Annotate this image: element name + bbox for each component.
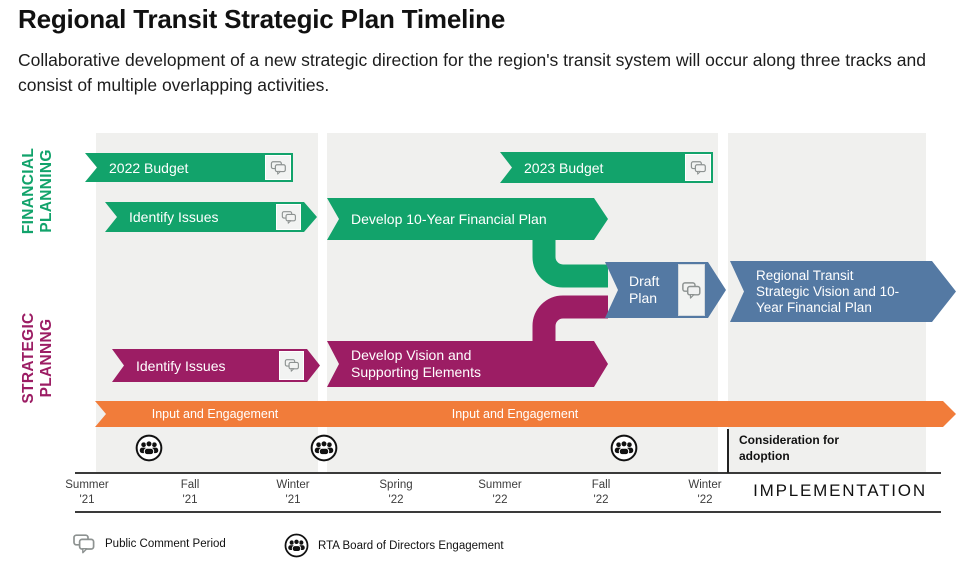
input-engagement-label-1: Input and Engagement: [151, 407, 279, 421]
year: '21: [182, 493, 198, 506]
people-group-icon: [135, 434, 163, 462]
bar-label: 2022 Budget: [109, 159, 189, 176]
comment-period-icon: [265, 155, 291, 180]
axis-bottom-line: [75, 511, 941, 513]
bar-develop-vision: Develop Vision and Supporting Elements: [327, 341, 608, 387]
bar-regional-vision: Regional Transit Strategic Vision and 10…: [730, 261, 956, 322]
bar-label: Develop 10-Year Financial Plan: [351, 211, 547, 227]
bar-2023-budget: 2023 Budget: [500, 152, 713, 183]
legend-label: RTA Board of Directors Engagement: [318, 539, 504, 552]
adoption-divider-line: [727, 429, 729, 473]
axis-label-winter-21: Winter '21: [248, 478, 338, 507]
legend-board-engagement: RTA Board of Directors Engagement: [284, 533, 504, 558]
bar-label: Regional Transit Strategic Vision and 10…: [756, 267, 900, 315]
implementation-label: IMPLEMENTATION: [753, 481, 927, 500]
bar-identify-issues-strategic: Identify Issues: [112, 349, 320, 382]
axis-label-summer-22: Summer '22: [455, 478, 545, 507]
year: '21: [79, 493, 95, 506]
legend-public-comment: Public Comment Period: [72, 533, 226, 555]
axis-label-spring-22: Spring '22: [351, 478, 441, 507]
bar-develop-financial-plan: Develop 10-Year Financial Plan: [327, 198, 608, 240]
comment-period-icon: [678, 264, 705, 316]
comment-period-icon: [276, 204, 301, 230]
year: '22: [593, 493, 609, 506]
page-subtitle: Collaborative development of a new strat…: [18, 50, 926, 95]
bar-identify-issues-financial: Identify Issues: [105, 202, 317, 232]
season: Winter: [688, 479, 722, 491]
year: '22: [492, 493, 508, 506]
season: Summer: [478, 479, 522, 491]
year: '22: [388, 493, 404, 506]
bar-input-engagement: Input and Engagement Input and Engagemen…: [95, 401, 956, 427]
input-engagement-label-2: Input and Engagement: [451, 407, 579, 421]
comment-period-icon: [685, 154, 711, 181]
season: Winter: [276, 479, 310, 491]
axis-label-summer-21: Summer '21: [42, 478, 132, 507]
bar-2022-budget: 2022 Budget: [85, 153, 293, 182]
axis-label-winter-22: Winter '22: [660, 478, 750, 507]
bar-label: Develop Vision and Supporting Elements: [351, 347, 481, 380]
page-title: Regional Transit Strategic Plan Timeline: [18, 4, 506, 34]
bar-label: 2023 Budget: [524, 159, 604, 176]
people-group-icon: [610, 434, 638, 462]
axis-label-fall-22: Fall '22: [556, 478, 646, 507]
year: '22: [697, 493, 713, 506]
bar-draft-plan: Draft Plan: [605, 262, 726, 318]
comment-period-icon: [279, 351, 304, 380]
bar-label: Identify Issues: [129, 209, 219, 225]
bar-label: Identify Issues: [136, 357, 226, 374]
season: Summer: [65, 479, 109, 491]
season: Fall: [591, 479, 611, 491]
people-group-icon: [284, 533, 309, 558]
season: Fall: [180, 479, 200, 491]
axis-label-fall-21: Fall '21: [145, 478, 235, 507]
legend-label: Public Comment Period: [105, 538, 226, 550]
axis-top-line: [75, 472, 941, 474]
speech-bubbles-icon: [73, 534, 95, 554]
bar-label: Draft Plan: [629, 273, 660, 306]
track-label-financial-planning: FINANCIAL PLANNING: [20, 147, 55, 235]
consideration-for-adoption-label: Consideration for adoption: [739, 433, 840, 463]
year: '21: [285, 493, 301, 506]
season: Spring: [379, 479, 413, 491]
people-group-icon: [310, 434, 338, 462]
track-label-strategic-planning: STRATEGIC PLANNNG: [20, 312, 55, 404]
